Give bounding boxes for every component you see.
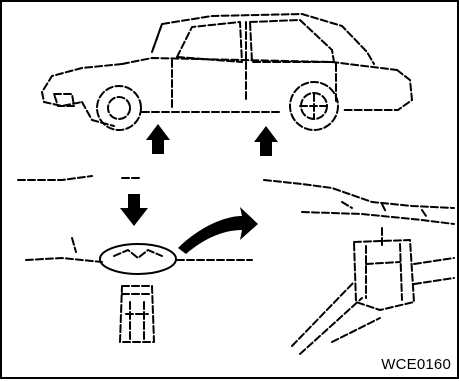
closeup-jack-head	[354, 240, 414, 310]
car-front-wheel	[97, 86, 141, 130]
closeup-jack-arm	[292, 282, 362, 354]
rear-jack-point-arrow	[254, 126, 278, 156]
front-jack-point-arrow	[146, 124, 170, 154]
figure-code-label: WCE0160	[381, 356, 451, 373]
closeup-sill-upper	[264, 180, 454, 208]
sill-upper-line	[18, 176, 142, 180]
jack-saddle-groove	[114, 250, 162, 258]
jack-saddle	[100, 244, 176, 274]
car-beltline	[122, 58, 397, 70]
closeup-jack-screw	[414, 258, 454, 284]
car-rear-end	[342, 70, 412, 110]
car-front-window	[177, 22, 242, 62]
closeup-pointer-arrow	[178, 207, 258, 254]
jack-down-arrow	[120, 194, 148, 226]
sill-lower-line	[26, 258, 252, 262]
car-front-end	[42, 64, 122, 106]
car-side-view	[42, 14, 412, 130]
car-windshield	[152, 24, 162, 52]
car-rear-window	[250, 20, 334, 62]
jack-closeup-view	[264, 180, 454, 354]
closeup-sill-lower	[302, 212, 454, 224]
